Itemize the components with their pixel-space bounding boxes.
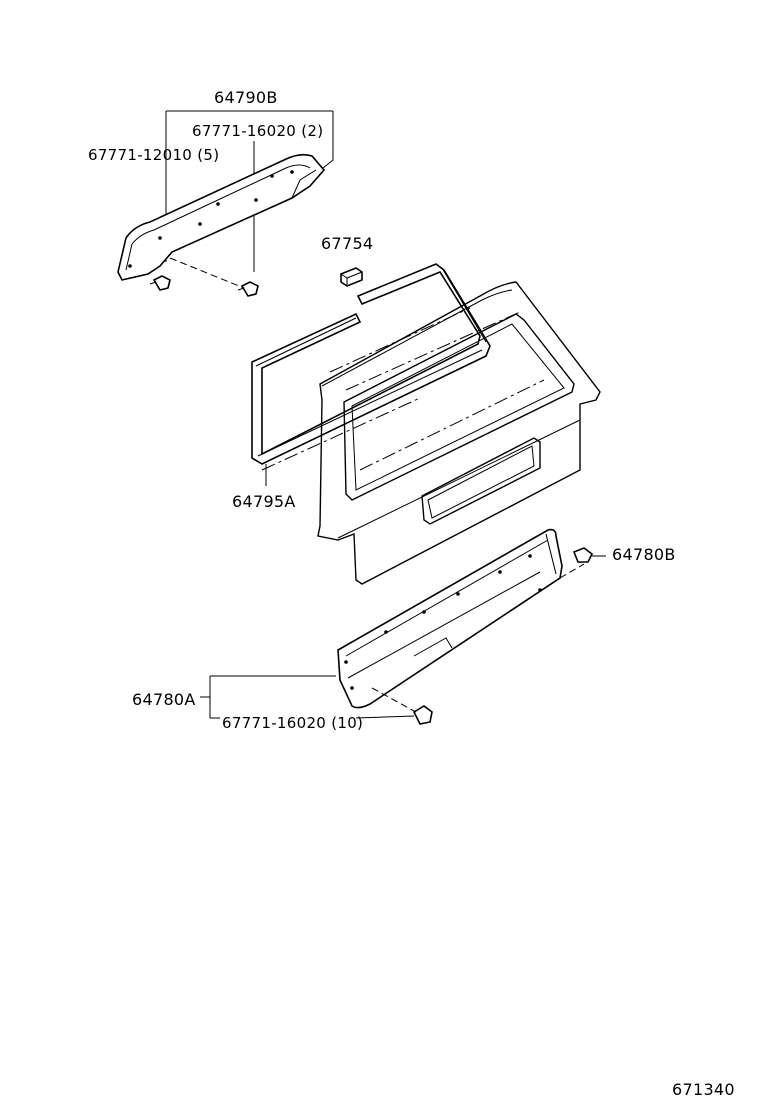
clip-icon-lower	[412, 705, 433, 725]
clip-icon-upper-right	[237, 281, 259, 297]
label-clip-upper-5: 67771-12010 (5)	[88, 146, 219, 164]
clip-icon-64780B	[572, 547, 606, 563]
label-67754: 67754	[321, 234, 373, 253]
label-clip-upper-2: 67771-16020 (2)	[192, 122, 323, 140]
clip-67754-icon	[340, 267, 363, 287]
label-64790B: 64790B	[214, 88, 278, 107]
label-64795A: 64795A	[232, 492, 296, 511]
label-clip-lower-10: 67771-16020 (10)	[222, 714, 363, 732]
clip-icon-upper-left	[149, 275, 171, 291]
diagram-number: 671340	[672, 1080, 735, 1099]
back-door-panel	[261, 281, 601, 585]
upper-trim-64790B	[117, 153, 326, 281]
label-64780A: 64780A	[132, 690, 196, 709]
label-64780B: 64780B	[612, 545, 676, 564]
weatherstrip-64795A	[251, 263, 491, 486]
leader-64780A	[200, 675, 415, 719]
lower-trim-64780A	[337, 528, 563, 709]
